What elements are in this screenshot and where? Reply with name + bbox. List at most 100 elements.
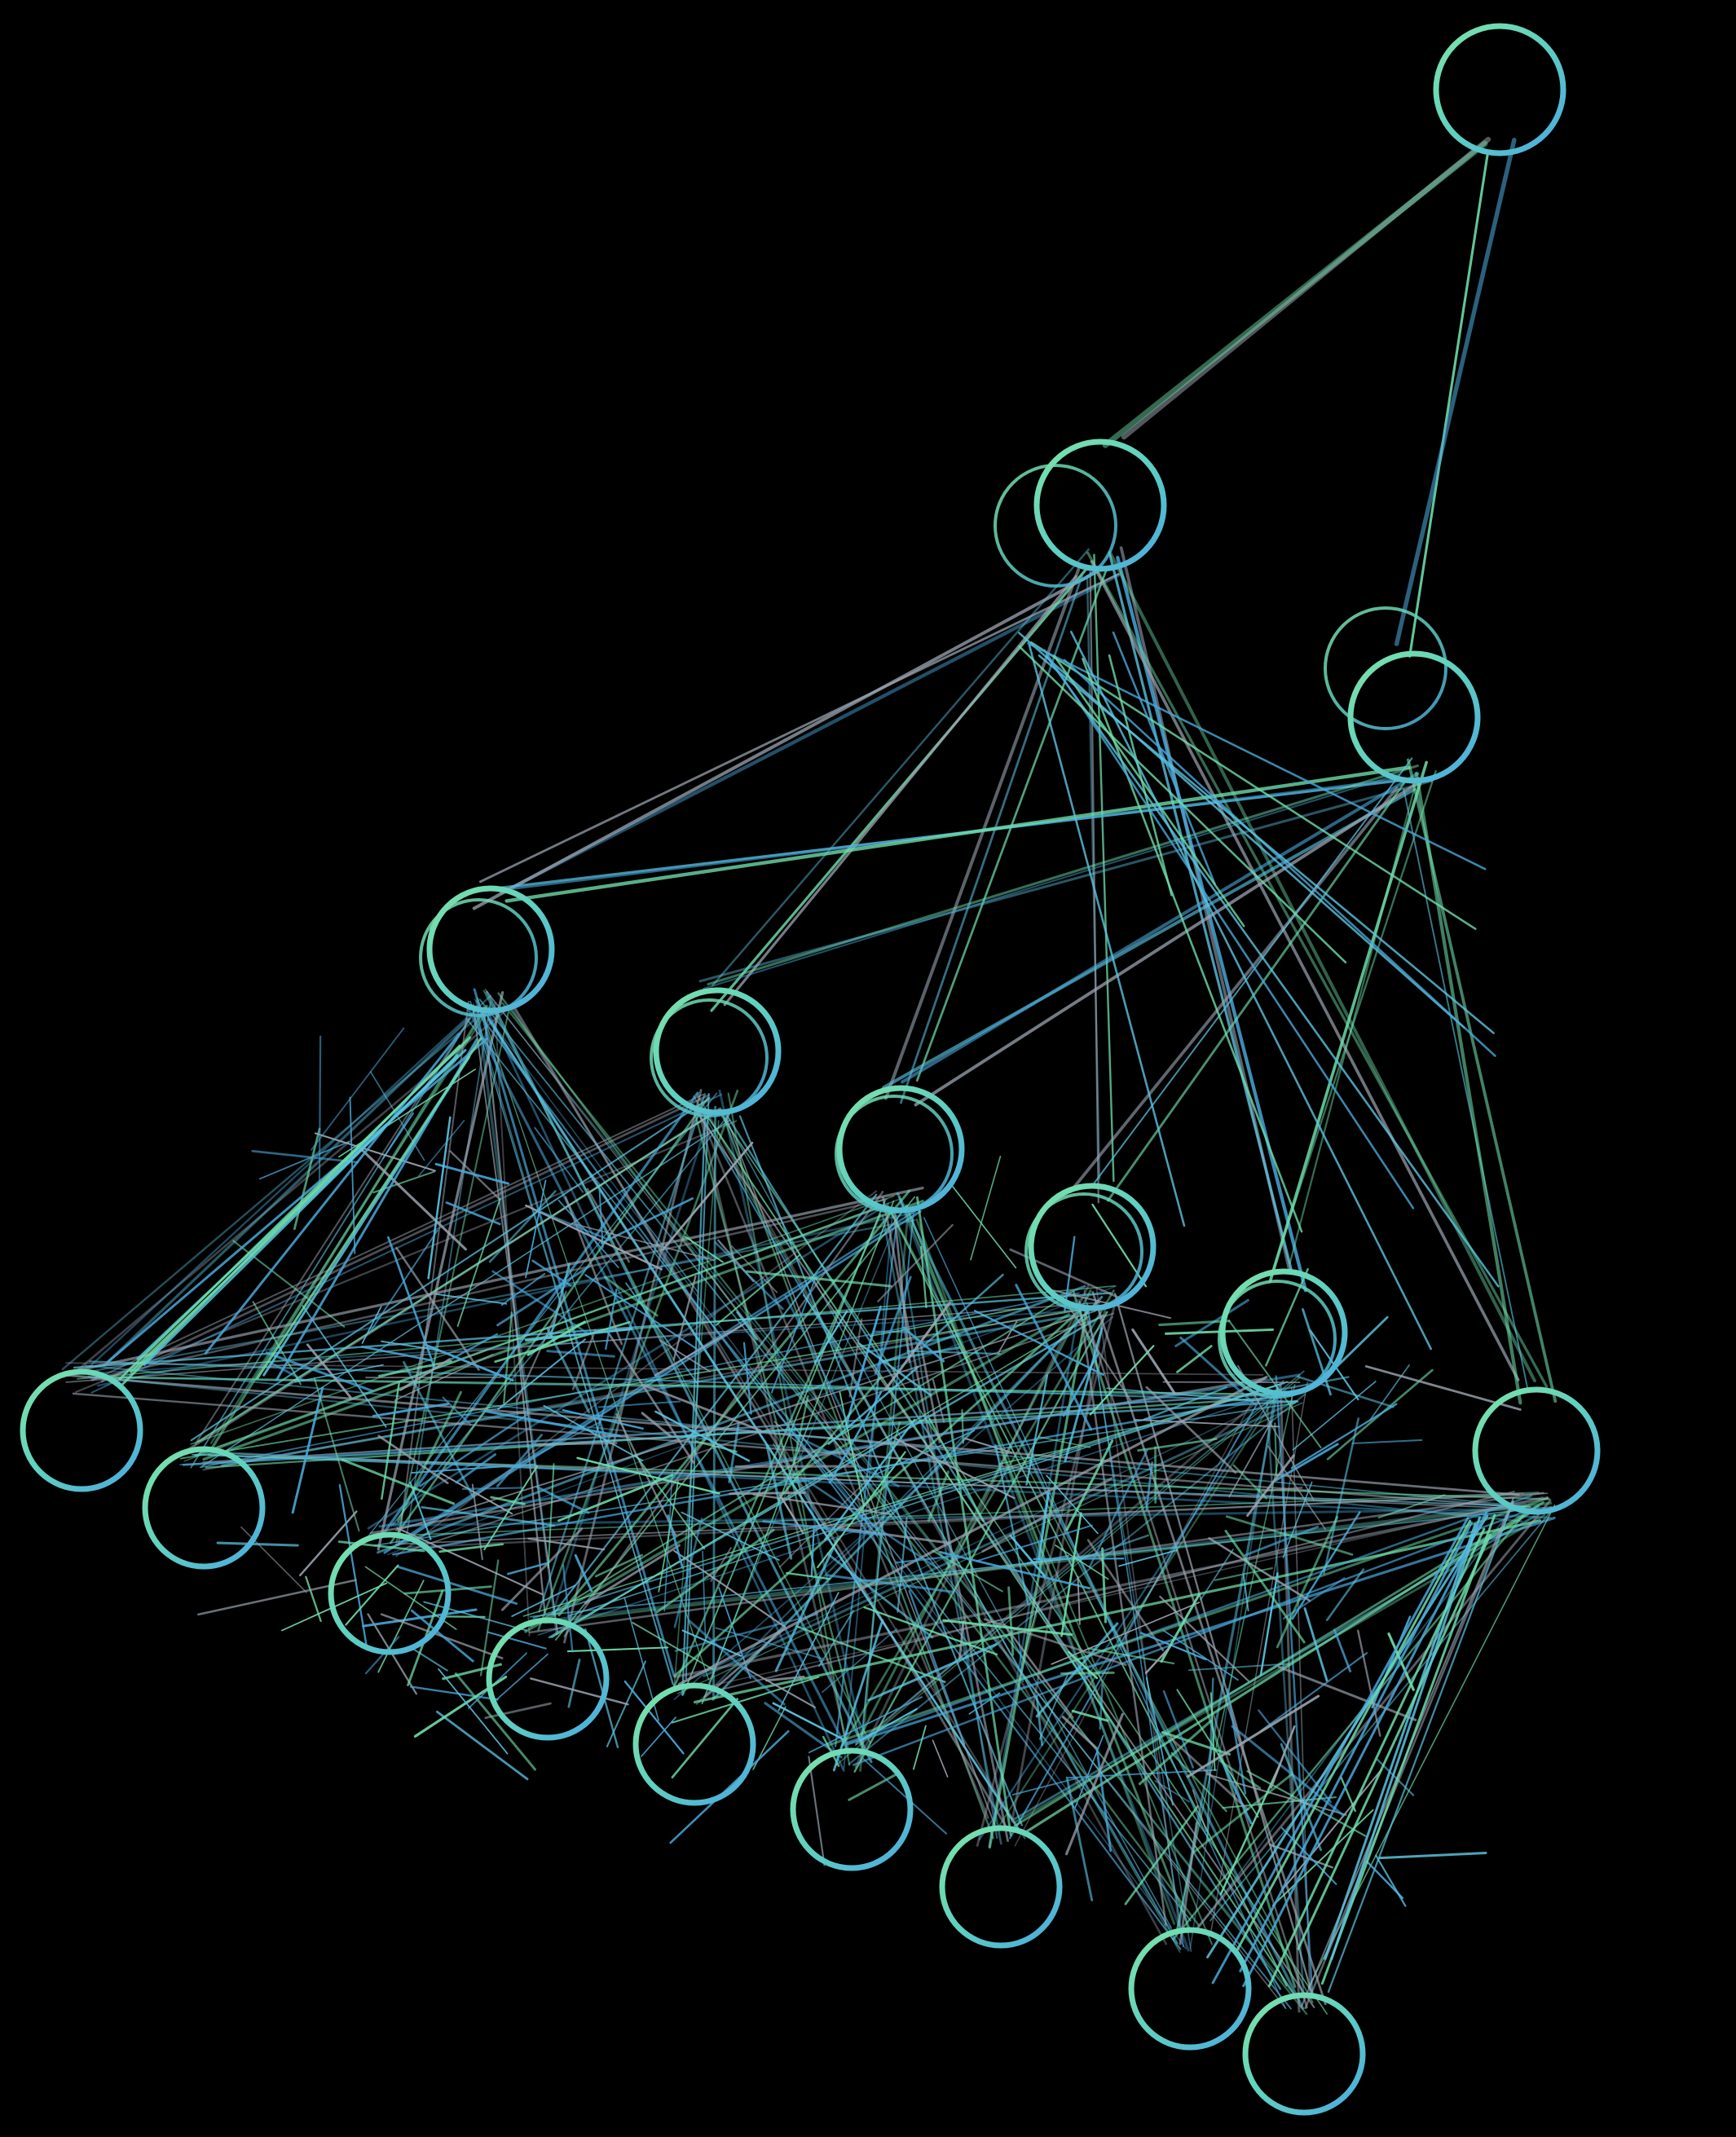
mesh-edge [736,1311,758,1341]
mesh-edge [671,1698,739,1779]
mesh-edge [1038,1436,1091,1448]
fan-edge [1063,659,1496,1057]
mesh-edge [1088,1448,1148,1568]
connection-edge [1102,140,1488,448]
mesh-edge [1060,1512,1082,1637]
connection-edge [200,1119,731,1468]
mesh-edge [298,1510,358,1577]
mesh-edge [1179,1821,1198,1945]
hidden-3-node-echo [1324,606,1447,730]
mesh-edge [897,1516,908,1613]
mesh-edge [1214,1566,1273,1581]
mesh-edge [294,1364,384,1383]
connection-edge [905,1204,1191,1930]
connection-edge [1086,1302,1184,1948]
mesh-edge [848,1318,863,1398]
mesh-edge [534,1126,584,1193]
mesh-edge [1144,1646,1171,1674]
fan-edge [1018,632,1465,1029]
mesh-edge [409,1685,499,1701]
mesh-edge [939,1550,1091,1590]
mesh-edge [1017,1631,1024,1682]
mesh-edge [396,1527,544,1596]
connection-edge [1327,1501,1514,1994]
mesh-edge [258,1140,350,1180]
mesh-edge [782,1429,900,1487]
fan-edge [1069,630,1432,1350]
mesh-edge [1224,1529,1306,1644]
connection-edge [703,1399,1298,1677]
fan-edge [1234,1519,1472,1954]
connection-edge [855,1289,1092,1745]
mesh-edge [1133,1418,1280,1428]
mesh-edge [1267,1376,1350,1393]
mesh-edge [672,1275,697,1361]
connection-edge [860,1213,914,1745]
mesh-edge [337,1540,425,1553]
connection-edge [504,765,1411,903]
mesh-edge [496,1434,543,1487]
connection-edge [65,1302,1101,1383]
mesh-edge [1060,1671,1115,1675]
mesh-edge [1192,1773,1293,1853]
mesh-edge [1179,1336,1256,1406]
mesh-edge [1145,1461,1153,1512]
fan-edge [1028,644,1186,1227]
mesh-edge [663,1469,673,1612]
mesh-edge [1068,1769,1218,1779]
mesh-edge [1246,1454,1295,1518]
mesh-edge [396,1565,518,1606]
connection-edge [1014,1384,1262,1847]
connection-edge [194,1005,479,1445]
mesh-edge [837,1527,950,1544]
mesh-edge [594,1553,643,1578]
mesh-edge [625,1282,698,1385]
fan-edge [1043,649,1415,1209]
connection-edge [915,1196,1012,1837]
connection-edge [895,1214,998,1840]
hidden-2-node-echo [650,998,769,1117]
fan-edge [1320,1514,1496,1985]
connection-edge [557,1189,911,1617]
mesh-edge [641,1412,672,1438]
mesh-edge [507,1562,550,1575]
mesh-edge [571,1223,715,1262]
connection-edge [476,1011,1182,1950]
mesh-edge [410,1463,537,1474]
mesh-edge [418,1120,465,1177]
connection-edge [466,1018,1192,1922]
mesh-edge [1074,1734,1104,1809]
mesh-edge [1276,1515,1339,1649]
mesh-edge [557,1474,674,1522]
fan-edge [1030,641,1477,931]
hidden-2-node [836,1085,965,1214]
mesh-edge [827,1365,919,1445]
mesh-edge [302,1305,387,1428]
input-node [1242,1992,1366,2116]
connection-edge [1091,757,1413,1187]
mesh-edge [963,1437,1013,1454]
connection-edge [190,1195,895,1445]
mesh-edge [634,1453,706,1550]
mesh-edge [1208,1537,1311,1602]
mesh-edge [439,1472,513,1515]
mesh-edge [369,1229,438,1333]
mesh-edge [1033,1558,1125,1560]
connection-edge [723,575,1077,1007]
connection-edge [395,1310,1097,1531]
mesh-edge [438,1668,509,1755]
connection-edge [392,1508,1521,1527]
mesh-edge [598,1187,604,1249]
mesh-edge [994,1444,1029,1605]
mesh-edge [566,1646,669,1653]
mesh-edge [752,1493,892,1515]
mesh-edge [658,1480,679,1593]
mesh-edge [291,1386,324,1514]
mesh-edge [546,1327,591,1414]
mesh-edge [863,1606,998,1656]
mesh-edge [765,1675,805,1682]
mesh-edge [483,1465,539,1551]
mesh-edge [874,1276,912,1375]
mesh-edge [251,1149,359,1164]
mesh-edge [859,1707,918,1742]
